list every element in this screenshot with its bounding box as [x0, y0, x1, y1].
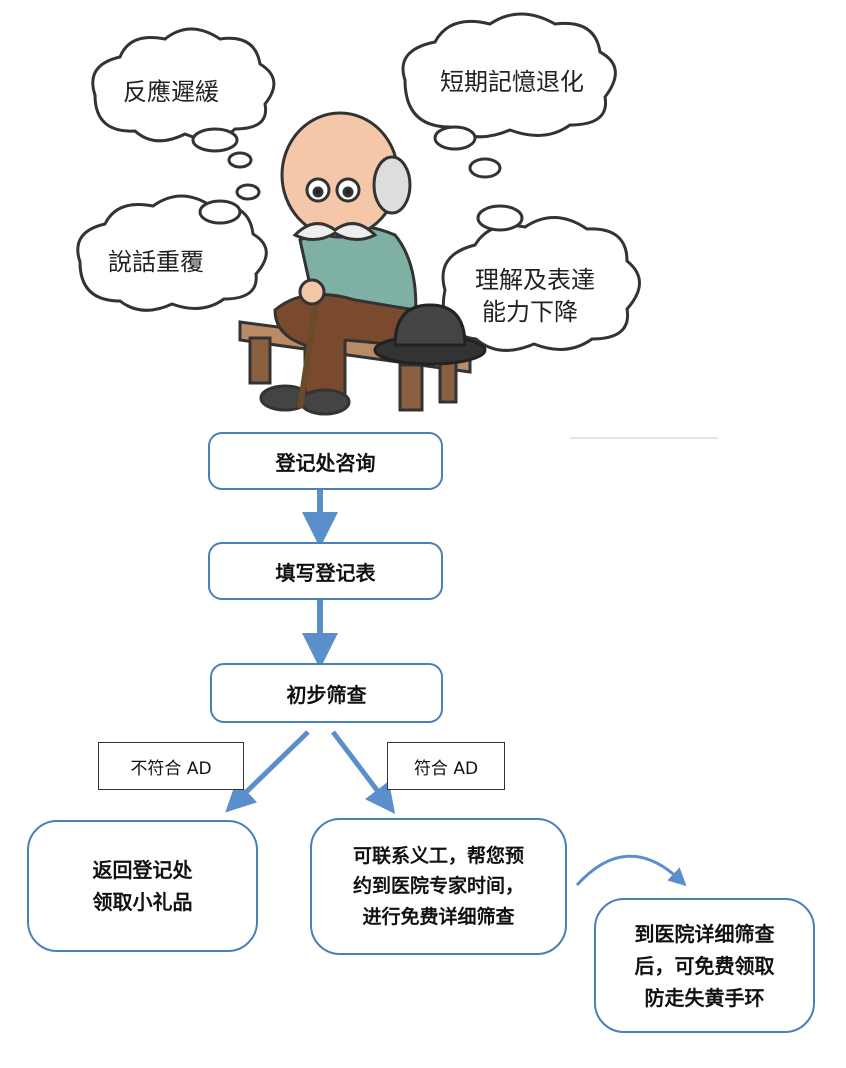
step-text: 初步筛查 — [286, 682, 367, 707]
arrow-not-ad — [225, 730, 310, 813]
outcome-line: 可联系义工，帮您预 — [352, 844, 524, 867]
outcome-line: 领取小礼品 — [92, 890, 193, 914]
cloud-text: 說話重覆 — [108, 248, 204, 276]
outcome-line: 到医院详细筛查 — [634, 921, 775, 946]
outcome-ad: 可联系义工，帮您预约到医院专家时间， 进行免费详细筛查 — [310, 818, 567, 955]
label-ad: 符合 AD — [387, 742, 505, 790]
arrow-ad — [331, 730, 396, 814]
step-registration-inquiry: 登记处咨询 — [208, 432, 443, 490]
cloud-text: 能力下降 — [482, 298, 578, 326]
cloud-text: 反應遲緩 — [123, 78, 219, 106]
outcome-line: 后，可免费领取 — [634, 953, 775, 978]
outcome-line: 返回登记处 — [92, 858, 193, 882]
hat-icon — [373, 303, 487, 366]
arrow-curved — [575, 854, 687, 887]
step-fill-form: 填写登记表 — [208, 542, 443, 600]
thought-cloud — [91, 27, 276, 143]
label-not-ad: 不符合 AD — [98, 742, 244, 790]
step-initial-screening: 初步筛查 — [210, 663, 443, 723]
outcome-line: 防走失黄手环 — [644, 985, 765, 1010]
thought-cloud — [76, 194, 268, 312]
outcome-line: 进行免费详细筛查 — [362, 905, 515, 928]
outcome-followup: 到医院详细筛查后，可免费领取防走失黄手环 — [594, 898, 815, 1033]
cloud-text: 理解及表達 — [475, 266, 595, 294]
label-text: 符合 AD — [413, 758, 479, 779]
step-text: 填写登记表 — [275, 560, 376, 585]
label-text: 不符合 AD — [130, 758, 212, 779]
illustration-elderly-man: 反應遲緩 短期記憶退化 說話重覆 理解及表達 能力下降 — [76, 12, 641, 416]
cloud-text: 短期記憶退化 — [440, 68, 584, 96]
outcome-line: 约到医院专家时间， — [352, 875, 524, 898]
step-text: 登记处咨询 — [275, 450, 376, 475]
divider-line — [570, 437, 718, 439]
outcome-not-ad: 返回登记处领取小礼品 — [27, 820, 258, 952]
